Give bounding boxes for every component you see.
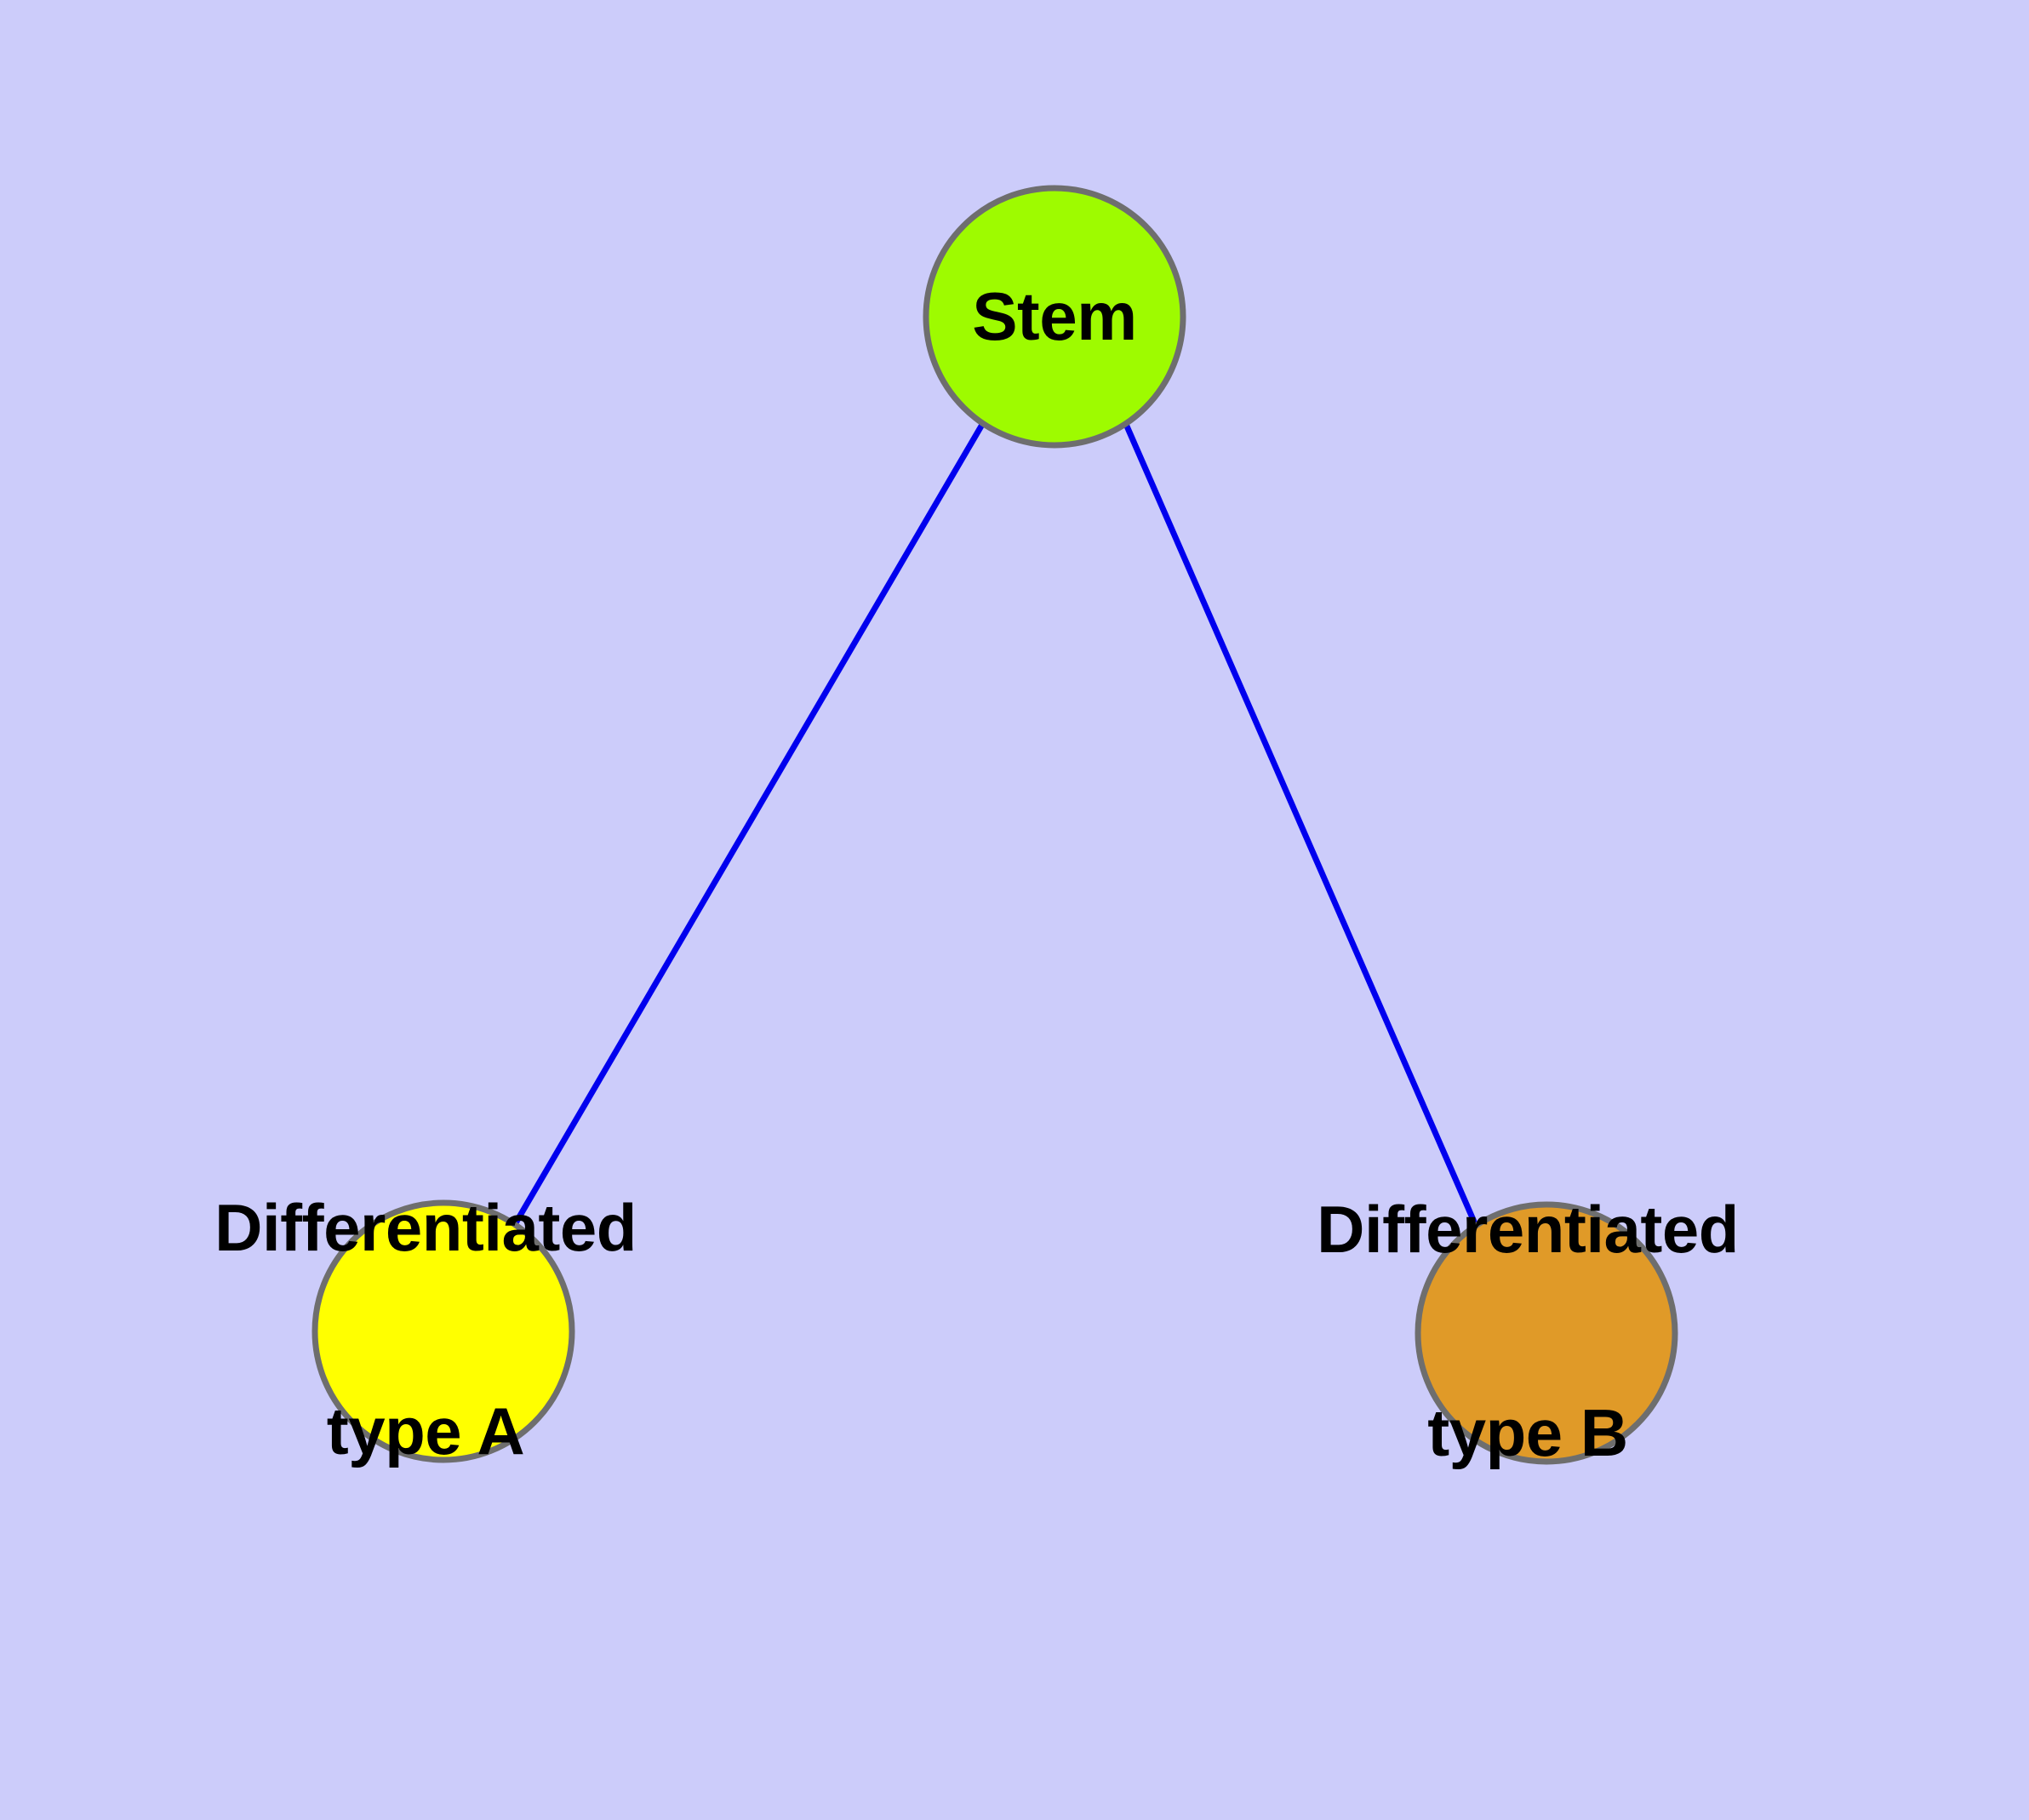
node-differentiated-type-a[interactable] (311, 1199, 575, 1463)
edge-stem-to-differentiated-type-b[interactable] (1122, 421, 1480, 1229)
node-differentiated-type-b[interactable] (1415, 1201, 1678, 1465)
edge-layer (511, 421, 1480, 1229)
edge-stem-to-differentiated-type-a[interactable] (511, 421, 986, 1228)
node-stem[interactable] (923, 185, 1186, 449)
node-layer (311, 185, 1678, 1465)
